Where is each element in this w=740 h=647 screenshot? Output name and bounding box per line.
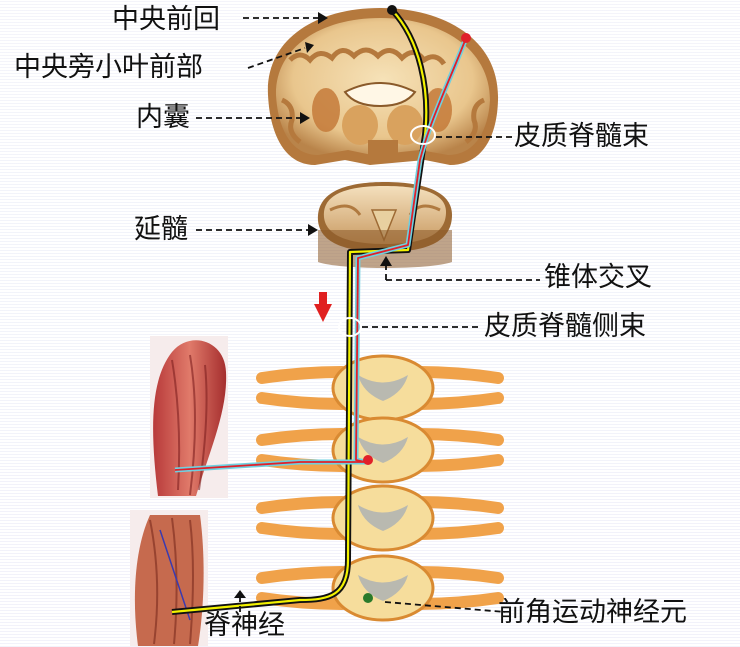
spinal-segment-1 [256,354,504,422]
spinal-segment-2 [256,416,504,484]
label-spinal-nerve: 脊神经 [204,610,285,641]
spinal-cord-segments [256,354,504,622]
leader-lines [196,17,540,613]
label-paracentral-lobule: 中央旁小叶前部 [14,52,203,83]
brain-section [267,8,499,165]
label-corticospinal-tract: 皮质脊髓束 [514,121,649,152]
tract-black-yellow [171,7,430,615]
spinal-segment-4 [256,554,504,622]
leader-arrowheads [234,12,392,598]
tract-ring-lateral [338,317,362,337]
arm-muscle-picture [150,336,228,498]
arm-motor-neuron-dot [363,455,373,465]
label-medulla: 延髓 [134,214,188,245]
label-anterior-horn-motor-neuron: 前角运动神经元 [498,597,687,628]
leg-motor-neuron-dot [363,593,373,603]
spinal-segment-3 [256,484,504,552]
paracentral-neuron-dot [461,33,471,43]
label-internal-capsule: 内囊 [136,102,190,133]
label-precentral-gyrus: 中央前回 [112,4,220,35]
medulla-section [317,182,452,268]
leg-muscle-picture [130,510,208,646]
descending-arrow-icon [314,292,332,322]
precentral-neuron-dot [387,5,397,15]
tract-red-cyan [174,37,469,473]
tract-ring-corticospinal [410,125,436,145]
label-pyramidal-decussation: 锥体交叉 [544,262,652,293]
label-lateral-corticospinal-tract: 皮质脊髓侧束 [484,311,646,342]
